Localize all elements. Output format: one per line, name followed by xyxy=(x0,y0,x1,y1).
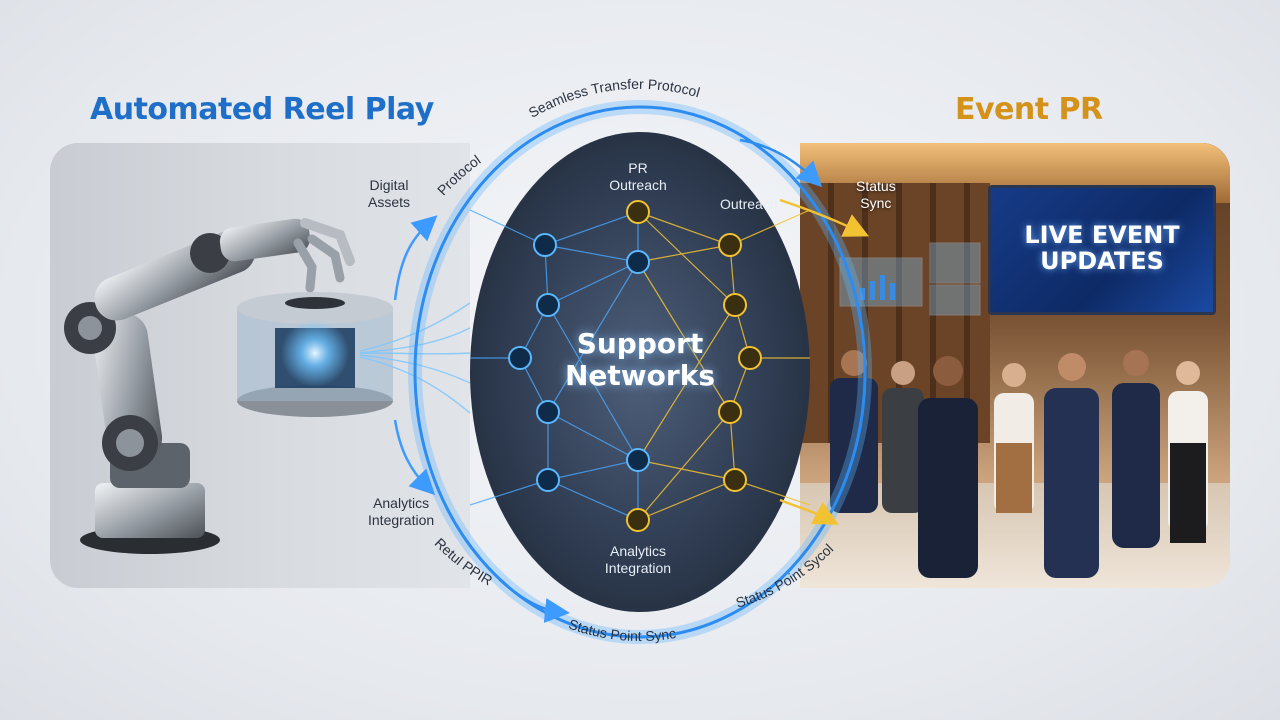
flow-arrow-digital-assets xyxy=(393,215,438,301)
screen-text: LIVE EVENT UPDATES xyxy=(1024,221,1180,275)
arc-label-bottom: Status Point Sync xyxy=(567,616,677,644)
flow-arrow-status-sync xyxy=(779,198,870,237)
right-title: Event PR xyxy=(955,92,1103,127)
label-outreach: Outreach xyxy=(720,196,778,212)
label-analytics-center: Analytics Integration xyxy=(604,543,672,576)
flow-arrow-bottom xyxy=(499,579,570,623)
automated-reel-play-panel xyxy=(50,143,470,588)
outer-ring xyxy=(413,105,867,639)
robot-arm-icon xyxy=(64,218,470,554)
support-networks-title: Support Networks xyxy=(564,327,715,392)
label-status-sync: Status Sync xyxy=(856,178,896,211)
flow-arrow-analytics xyxy=(393,419,436,496)
flow-arrow-lower-gold xyxy=(779,498,839,525)
flow-arrow-top xyxy=(739,138,823,188)
label-digital-assets: Digital Assets xyxy=(368,177,411,210)
event-pr-panel: LIVE EVENT UPDATES xyxy=(800,143,1230,588)
left-title: Automated Reel Play xyxy=(90,92,434,127)
attendees xyxy=(830,242,1208,578)
label-analytics-left: Analytics Integration xyxy=(368,495,435,528)
label-pr-outreach: PR Outreach xyxy=(609,160,667,193)
svg-text:Status Point Sync: Status Point Sync xyxy=(567,616,677,644)
data-drum-icon xyxy=(237,292,393,417)
network-node-icon xyxy=(508,200,762,532)
event-screen-icon: LIVE EVENT UPDATES xyxy=(988,185,1216,315)
